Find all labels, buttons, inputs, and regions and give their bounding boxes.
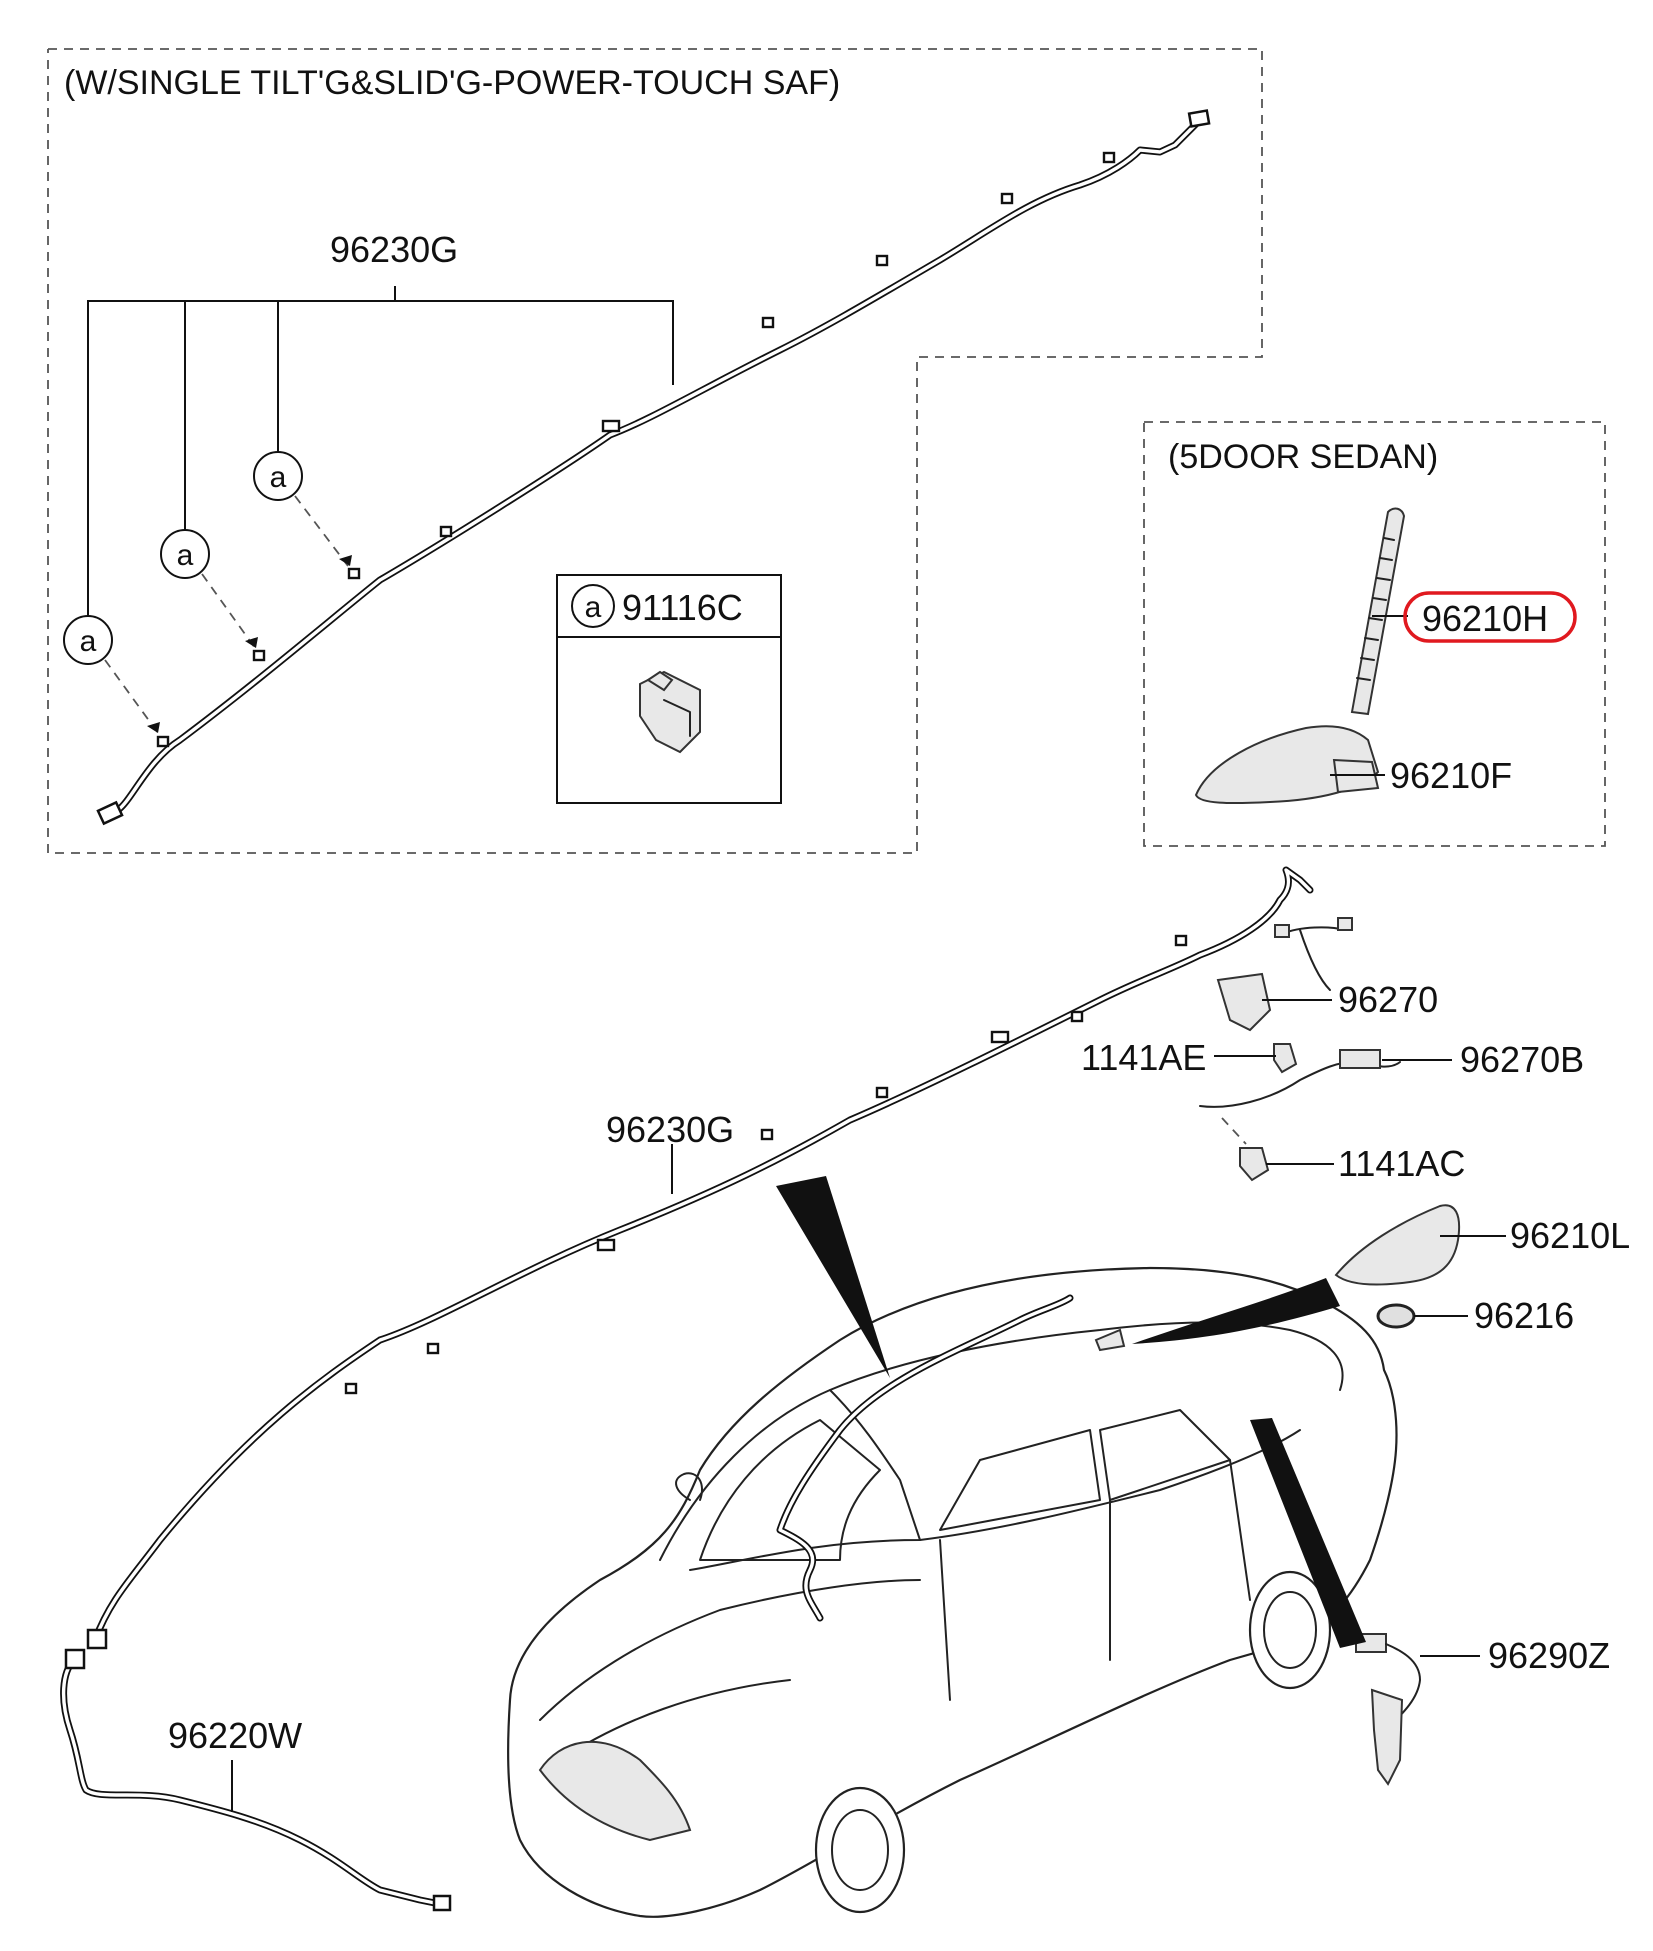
callout-a-1: a [63, 615, 160, 734]
antenna-base-drawing[interactable] [1334, 1204, 1460, 1286]
bolt-ac-label[interactable]: 1141AC [1338, 1143, 1465, 1184]
antenna-rod-drawing[interactable] [1350, 507, 1406, 716]
sedan-option-caption: (5DOOR SEDAN) [1168, 438, 1438, 476]
clip-part-label: 91116C [622, 587, 743, 628]
callout-a-3: a [253, 451, 352, 567]
bolt-ac-drawing[interactable] [1221, 1117, 1270, 1182]
roof-harness-main-label[interactable]: 96230G [606, 1109, 734, 1150]
clip-part-drawing [639, 670, 701, 754]
roof-harness-main[interactable] [86, 866, 1314, 1650]
bolt-ae-drawing[interactable] [1273, 1043, 1298, 1074]
car-illustration [507, 1266, 1398, 1918]
antenna-rod-label[interactable]: 96210H [1422, 598, 1548, 639]
sedan-option-panel: (5DOOR SEDAN) 96210H 96210F [1143, 421, 1606, 847]
pad-drawing[interactable] [1376, 1303, 1416, 1329]
svg-text:a: a [80, 625, 97, 658]
bolt-ae-label[interactable]: 1141AE [1081, 1037, 1206, 1078]
antenna-base-sedan-drawing[interactable] [1194, 725, 1380, 805]
highlight-ring [1403, 591, 1577, 643]
cable-b-drawing[interactable] [1199, 1049, 1401, 1108]
svg-text:a: a [177, 539, 194, 572]
front-harness[interactable] [60, 1648, 452, 1912]
front-harness-label[interactable]: 96220W [168, 1715, 302, 1756]
callout-a-2: a [160, 529, 258, 649]
roof-option-caption: (W/SINGLE TILT'G&SLID'G-POWER-TOUCH SAF) [64, 64, 840, 102]
amplifier-drawing[interactable] [1216, 917, 1353, 1032]
antenna-base-sedan-label[interactable]: 96210F [1390, 755, 1512, 796]
clip-inset: a 91116C [556, 574, 782, 804]
pad-label[interactable]: 96216 [1474, 1295, 1574, 1336]
rear-cable-drawing[interactable] [1355, 1633, 1421, 1786]
roof-option-panel: (W/SINGLE TILT'G&SLID'G-POWER-TOUCH SAF) [47, 48, 1263, 854]
cable-b-label[interactable]: 96270B [1460, 1039, 1584, 1080]
pointer-wedges [776, 1176, 1366, 1648]
roof-harness-top[interactable] [96, 109, 1211, 826]
amplifier-label[interactable]: 96270 [1338, 979, 1438, 1020]
roof-harness-top-leaders [87, 286, 674, 640]
rear-cable-label[interactable]: 96290Z [1488, 1635, 1610, 1676]
svg-text:a: a [270, 461, 287, 494]
roof-harness-top-label: 96230G [330, 229, 458, 270]
svg-text:a: a [585, 591, 602, 624]
antenna-base-label[interactable]: 96210L [1510, 1215, 1630, 1256]
